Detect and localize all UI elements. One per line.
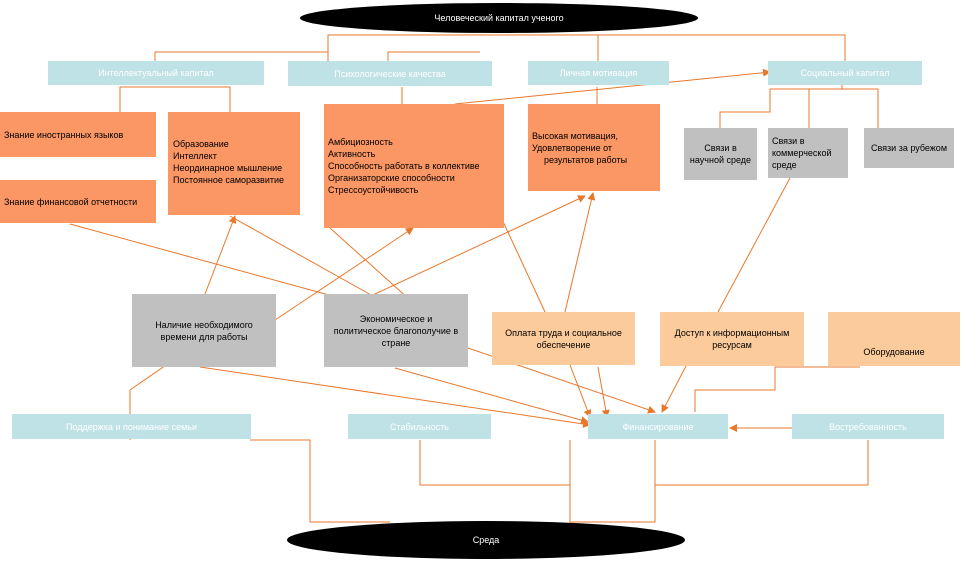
time-box: Наличие необходимого времени для работы [132, 294, 276, 367]
equipment-text: Оборудование [863, 347, 925, 357]
motivation-line-1: Высокая мотивация, [532, 131, 618, 141]
tree-bottom-stab [419, 440, 571, 522]
arrow-econ-finance2 [394, 367, 589, 424]
personal-motivation-box: Личная мотивация [528, 61, 669, 85]
equipment-box: Оборудование [828, 312, 960, 366]
psych-line-4: Организаторские способности [328, 173, 455, 183]
stability-box: Стабильность [348, 414, 491, 439]
finance-knowledge-box: Знание финансовой отчетности [0, 180, 156, 223]
arrow-access-finance [661, 365, 687, 413]
tree-intellect-sub [119, 86, 231, 112]
arrow-stab-finance [199, 366, 591, 428]
tree-bottom-demand [655, 440, 869, 486]
top-ellipse: Человеческий капитал ученого [300, 3, 698, 33]
education-line-1: Образование [173, 139, 229, 149]
languages-text: Знание иностранных языков [4, 129, 124, 140]
intellectual-capital-box: Интеллектуальный капитал [48, 61, 264, 85]
motivation-line-2: Удовлетворение от [532, 143, 613, 153]
social-capital-box: Социальный капитал [768, 61, 922, 85]
econ-box: Экономическое и политическое благополучи… [324, 294, 468, 367]
commerce-links-box: Связи в коммерческой среде [768, 128, 848, 178]
education-line-2: Интеллект [173, 151, 217, 161]
psych-line-2: Активность [328, 149, 376, 159]
link-psych-social [454, 68, 771, 105]
tree-line-top-psych [387, 51, 480, 62]
psychological-qualities-box: Психологические качества [288, 61, 492, 86]
finance-knowledge-text: Знание финансовой отчетности [4, 196, 138, 207]
education-box: Образование Интеллект Неординарное мышле… [168, 112, 300, 215]
education-line-3: Неординарное мышление [173, 163, 283, 173]
abroad-links-box: Связи за рубежом [864, 128, 954, 168]
arrow-pay-motive2 [564, 192, 596, 313]
financing-box: Финансирование [588, 414, 728, 439]
link-psych-econ-down [329, 227, 411, 301]
science-links-box: Связи в научной среде [684, 128, 757, 180]
demand-box: Востребованность [792, 414, 944, 439]
arrow-pay-finance-2 [597, 366, 610, 418]
arrow-pay-finance [569, 364, 592, 418]
bottom-title: Среда [472, 535, 500, 545]
bottom-ellipse: Среда [287, 521, 685, 559]
arrow-social-access [717, 177, 791, 313]
psych-items-box: Амбициозность Активность Способность раб… [324, 104, 504, 228]
arrow-time-education [204, 215, 237, 295]
link-education-econ [229, 215, 381, 301]
access-box: Доступ к информационным ресурсам [660, 312, 804, 366]
tree-bottom-family [250, 439, 390, 523]
pay-box: Оплата труда и социальное обеспечение [492, 312, 635, 365]
languages-box: Знание иностранных языков [0, 112, 156, 157]
arrow-time-psych [274, 227, 414, 321]
motivation-line-3: результатов работы [544, 155, 628, 165]
psych-line-1: Амбициозность [328, 137, 393, 147]
motivation-items-box: Высокая мотивация, Удовлетворение от рез… [528, 104, 660, 191]
education-line-4: Постоянное саморазвитие [173, 175, 285, 185]
tree-line-top [327, 34, 670, 62]
psych-line-3: Способность работать в коллективе [328, 161, 480, 171]
psych-line-5: Стрессоустойчивость [328, 185, 419, 195]
tree-bottom-finance [569, 440, 656, 523]
top-title: Человеческий капитал ученого [434, 13, 564, 23]
tree-line-top-social [670, 34, 846, 62]
arrow-pay-motive1 [499, 214, 546, 313]
family-support-box: Поддержка и понимание семьи [12, 414, 251, 439]
tree-line-top-intellect [154, 51, 328, 62]
equip-line [694, 366, 860, 412]
tree-social-sub [719, 88, 879, 128]
